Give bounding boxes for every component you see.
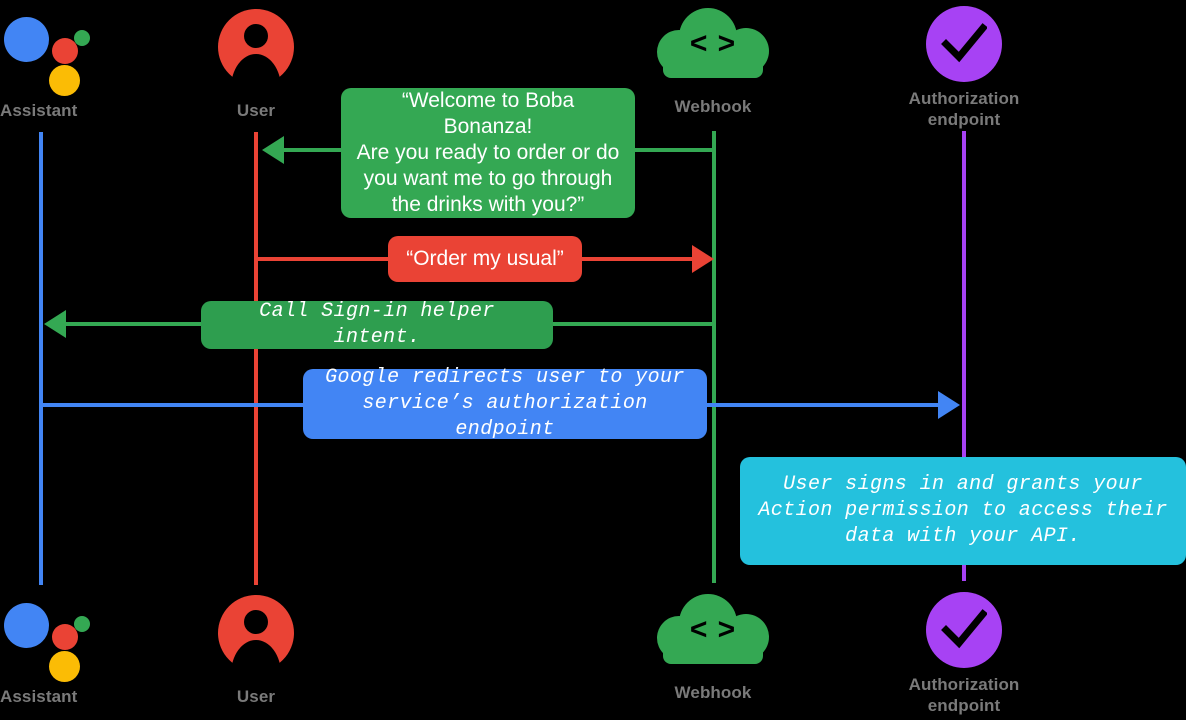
actor-user-top[interactable]: User (156, 8, 356, 120)
actor-label-webhook-top: Webhook (674, 97, 752, 116)
cloud-code-icon: < > (613, 6, 813, 84)
google-redirect-line-2: service’s authorization endpoint (362, 392, 648, 441)
arrow-head-welcome (262, 136, 284, 164)
code-brackets-icon: < > (689, 27, 737, 60)
lifeline-user (254, 132, 258, 585)
checkmark-icon (941, 23, 987, 63)
actor-label-user-top: User (236, 101, 276, 120)
assistant-dot-green-icon (74, 30, 90, 46)
google-assistant-icon (0, 8, 144, 96)
message-bubble-google-redirect: Google redirects user to your service’s … (303, 366, 707, 441)
message-bubble-signin-helper: Call Sign-in helper intent. (201, 300, 553, 349)
actor-label-webhook-bottom: Webhook (674, 683, 752, 702)
checkmark-icon (941, 609, 987, 649)
cloud-base-icon (663, 44, 763, 78)
user-head-icon (244, 24, 268, 48)
arrow-head-signin-helper (44, 310, 66, 338)
google-assistant-icon (0, 594, 144, 682)
message-bubble-welcome-text: “Welcome to Boba Bonanza! Are you ready … (355, 88, 621, 218)
google-redirect-line-1: Google redirects user to your (325, 366, 685, 389)
welcome-line-2: Are you ready to order or do (356, 141, 620, 164)
user-signs-in-line-2: Action permission to access their (758, 499, 1168, 522)
assistant-dot-red-icon (52, 38, 78, 64)
assistant-dot-red-icon (52, 624, 78, 650)
arrow-head-order (692, 245, 714, 273)
code-brackets-icon: < > (689, 613, 737, 646)
actor-assistant-bottom[interactable]: Assistant (0, 594, 144, 706)
actor-label-authorization-bottom-line2: endpoint (927, 696, 1001, 715)
message-bubble-signin-helper-text: Call Sign-in helper intent. (259, 300, 495, 349)
user-avatar-shape (218, 595, 294, 674)
assistant-dot-yellow-icon (49, 651, 80, 682)
cloud-base-icon (663, 630, 763, 664)
user-body-icon (231, 54, 281, 88)
welcome-line-1: “Welcome to Boba Bonanza! (401, 89, 575, 138)
actor-label-authorization-bottom-line1: Authorization (908, 675, 1020, 694)
user-signs-in-line-3: data with your API. (845, 525, 1081, 548)
actor-assistant-top[interactable]: Assistant (0, 8, 144, 120)
arrow-head-google-redirect (938, 391, 960, 419)
auth-circle-shape (926, 592, 1002, 668)
check-circle-icon (864, 588, 1064, 668)
message-bubble-order: “Order my usual” (388, 236, 582, 282)
cloud-shape: < > (657, 8, 769, 80)
actor-label-assistant-bottom: Assistant (0, 687, 78, 706)
user-avatar-icon (156, 8, 356, 88)
assistant-dot-blue-icon (4, 603, 49, 648)
actor-authorization-bottom[interactable]: Authorization endpoint (864, 588, 1064, 715)
actor-webhook-top[interactable]: < > Webhook (613, 6, 813, 116)
auth-circle-shape (926, 6, 1002, 82)
lifeline-webhook (712, 131, 716, 583)
cloud-code-icon: < > (613, 592, 813, 670)
actor-label-assistant-top: Assistant (0, 101, 78, 120)
actor-label-user-bottom: User (236, 687, 276, 706)
note-bubble-user-signs-in-text: User signs in and grants your Action per… (758, 472, 1167, 550)
user-avatar-icon (156, 594, 356, 674)
user-head-icon (244, 610, 268, 634)
welcome-line-3: you want me to go through (363, 167, 613, 190)
actor-label-authorization-top-line1: Authorization (908, 89, 1020, 108)
assistant-dot-green-icon (74, 616, 90, 632)
cloud-shape: < > (657, 594, 769, 666)
lifeline-authorization (962, 131, 966, 581)
message-bubble-google-redirect-text: Google redirects user to your service’s … (313, 365, 697, 443)
actor-webhook-bottom[interactable]: < > Webhook (613, 592, 813, 702)
lifeline-assistant (39, 132, 43, 585)
actor-authorization-top[interactable]: Authorization endpoint (864, 2, 1064, 129)
message-bubble-welcome: “Welcome to Boba Bonanza! Are you ready … (341, 88, 635, 218)
check-circle-icon (864, 2, 1064, 82)
note-bubble-user-signs-in: User signs in and grants your Action per… (740, 457, 1186, 565)
message-bubble-order-text: “Order my usual” (406, 247, 564, 270)
actor-user-bottom[interactable]: User (156, 594, 356, 706)
assistant-dot-yellow-icon (49, 65, 80, 96)
user-body-icon (231, 640, 281, 674)
actor-label-authorization-top-line2: endpoint (927, 110, 1001, 129)
user-signs-in-line-1: User signs in and grants your (783, 473, 1143, 496)
assistant-dot-blue-icon (4, 17, 49, 62)
user-avatar-shape (218, 9, 294, 88)
welcome-line-4: the drinks with you?” (391, 193, 585, 216)
